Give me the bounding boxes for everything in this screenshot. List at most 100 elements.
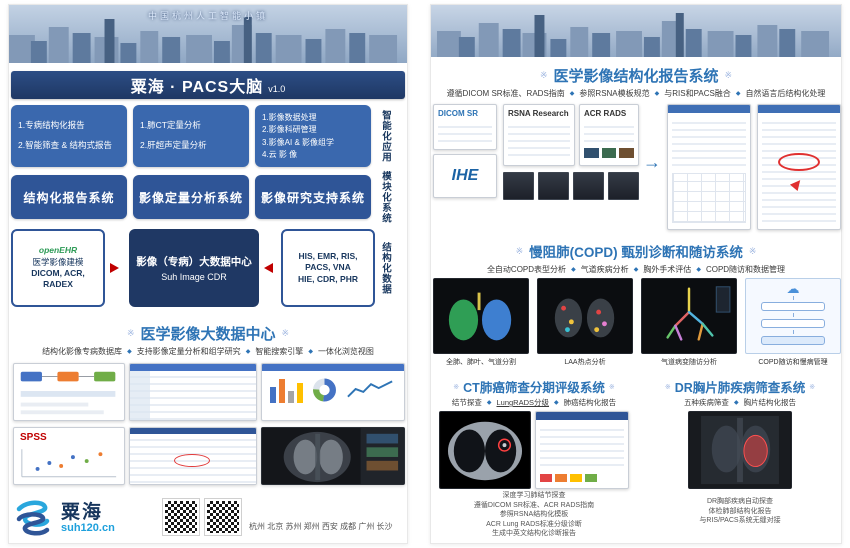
section-title-copd: ※ 慢阻肺(COPD) 甄别诊断和随访系统 ※	[431, 241, 841, 261]
flow-diagram-graphic	[20, 371, 116, 415]
title-marker-icon: ※	[515, 245, 524, 256]
title-marker-icon: ※	[608, 383, 615, 391]
feature-item: COPD随访和数据管理	[705, 265, 786, 274]
title-marker-icon: ※	[539, 70, 548, 80]
app-line: 4.云 影 像	[262, 149, 298, 159]
bullet-icon: ◆	[654, 91, 660, 97]
note-line: 遵循DICOM SR标准、ACR RADS指南	[473, 501, 595, 509]
app-line: 2.肝超声定量分析	[140, 140, 207, 151]
arrow-right-icon	[110, 263, 119, 273]
copd-panel-followup-flow: ☁	[745, 278, 841, 354]
screenshot-report-document	[129, 427, 257, 485]
section-title-text: 医学影像结构化报告系统	[553, 68, 719, 85]
note-line: 体检肺部结构化报告	[708, 507, 772, 515]
dr-notes: DR胸部疾病自动探查 体检肺部结构化报告 与RIS/PACS系统无缝对接	[637, 497, 843, 526]
ct-notes: 深度学习肺结节探查 遵循DICOM SR标准、ACR RADS指南 参照RSNA…	[431, 491, 637, 539]
side-label-modular-systems: 模块化系统	[380, 170, 391, 224]
title-marker-icon: ※	[281, 328, 290, 338]
data-line: openEHR	[38, 245, 78, 256]
cloud-icon: ☁	[786, 281, 800, 296]
screenshot-collage: SPSS	[11, 361, 407, 491]
app-line: 2.智能筛查 & 结构式报告	[18, 140, 112, 151]
qr-code	[162, 498, 200, 536]
side-label-structured-data: 结构化数据	[380, 241, 391, 295]
xray-viewer-graphic	[262, 428, 404, 484]
title-marker-icon: ※	[748, 245, 757, 256]
section-title-text: CT肺癌筛查分期评级系统	[463, 381, 605, 395]
page-right: ※ 医学影像结构化报告系统 ※ 遵循DICOM SR标准、RADS指南 ◆ 参照…	[430, 4, 842, 544]
flow-connector	[792, 330, 794, 334]
mini-bar-chart	[270, 379, 303, 403]
note-line: 深度学习肺结节探查	[502, 492, 566, 499]
report-template-thumbnail	[573, 172, 604, 200]
feature-item: 参照RSNA模板规范	[579, 89, 650, 98]
app-box-research: 1.影像数据处理 2.影像科研管理 3.影像AI & 影像组学 4.云 影 像	[255, 105, 371, 167]
bullet-icon: ◆	[571, 267, 576, 273]
dr-features: 五种疾病筛查 ◆ 胸片结构化报告	[637, 397, 843, 408]
data-line: 影像（专病）大数据中心	[136, 256, 252, 268]
data-line: Suh Image CDR	[161, 272, 227, 282]
screenshot-sr-editor	[667, 104, 751, 230]
app-line: 1.影像数据处理	[262, 113, 317, 123]
copd-caption: COPD随访和慢病管理	[758, 359, 828, 366]
bullet-icon: ◆	[245, 349, 251, 355]
app-line: 1.肺CT定量分析	[140, 119, 201, 130]
skyline-illustration	[431, 5, 841, 57]
copd-caption: LAA热点分析	[564, 359, 606, 366]
app-box-structured-report: 1.专病结构化报告 2.智能筛查 & 结构式报告	[11, 105, 127, 167]
data-line: HIE, CDR, PHR	[298, 273, 358, 284]
screenshot-statistics-tool: SPSS	[13, 427, 125, 485]
bullet-icon: ◆	[127, 349, 132, 355]
card-title: ACR RADS	[584, 109, 627, 118]
feature-item: LungRADS分级	[496, 398, 550, 407]
bullet-icon: ◆	[486, 400, 492, 406]
architecture-grid: 1.专病结构化报告 2.智能筛查 & 结构式报告 1.肺CT定量分析 2.肝超声…	[11, 105, 407, 317]
report-template-thumbnail	[503, 172, 534, 200]
mini-line-chart	[347, 380, 393, 398]
bullet-icon: ◆	[633, 267, 639, 273]
page-left: 中国杭州人工智能小镇 粟海 · PACS大脑 v1.0 1.专病结构化报告 2.…	[8, 4, 408, 544]
system-box-quant: 影像定量分析系统	[133, 175, 249, 219]
bigdata-features: 结构化影像专病数据库 ◆ 支持影像定量分析和组学研究 ◆ 智能搜索引擎 ◆ 一体…	[9, 346, 407, 357]
sr-features: 遵循DICOM SR标准、RADS指南 ◆ 参照RSNA模板规范 ◆ 与RIS和…	[431, 88, 841, 99]
card-title: RSNA Research	[508, 109, 569, 118]
app-line: 2.影像科研管理	[262, 125, 317, 135]
copd-panel-airway-tree	[641, 278, 737, 354]
system-box-report: 结构化报告系统	[11, 175, 127, 219]
template-thumbnail-strip	[503, 172, 639, 200]
title-marker-icon: ※	[453, 383, 460, 391]
flow-connector	[792, 296, 794, 300]
note-line: ACR Lung RADS标准分级诊断	[486, 520, 582, 528]
section-title-sr: ※ 医学影像结构化报告系统 ※	[431, 65, 841, 86]
bullet-icon: ◆	[554, 400, 559, 406]
skyline-illustration	[9, 5, 407, 63]
dr-xray-panel	[688, 411, 792, 489]
product-title: 粟海 · PACS大脑	[130, 79, 264, 96]
side-label-intelligent-apps: 智能化应用	[380, 109, 391, 163]
screenshot-analytics-dashboard	[261, 363, 405, 421]
section-title-text: DR胸片肺疾病筛查系统	[674, 381, 806, 395]
card-rsna: RSNA Research	[503, 104, 575, 166]
scatter-plot-graphic	[21, 449, 117, 478]
bullet-icon: ◆	[735, 91, 741, 97]
feature-item: 自然语言后结构化处理	[745, 89, 826, 98]
arrow-right-icon: →	[643, 152, 661, 172]
feature-item: 胸片结构化报告	[743, 398, 797, 407]
data-line: PACS, VNA	[305, 262, 351, 273]
feature-item: 全自动COPD表型分析	[486, 265, 567, 274]
title-marker-icon: ※	[809, 383, 816, 391]
ihe-logo: IHE	[451, 167, 479, 184]
card-title: DICOM SR	[438, 109, 478, 118]
feature-item: 肺癌结构化报告	[563, 398, 617, 407]
report-template-thumbnail	[538, 172, 569, 200]
data-line: HIS, EMR, RIS,	[298, 250, 358, 261]
copd-panel-segmentation	[433, 278, 529, 354]
data-line: 医学影像建模	[32, 256, 84, 267]
title-marker-icon: ※	[126, 328, 135, 338]
copd-panel-laa	[537, 278, 633, 354]
screenshot-xray-viewer	[261, 427, 405, 485]
suhai-logo-icon	[16, 500, 50, 536]
feature-item: 结节探查	[451, 398, 482, 407]
report-template-thumbnail	[608, 172, 639, 200]
mini-donut-chart	[313, 378, 336, 402]
